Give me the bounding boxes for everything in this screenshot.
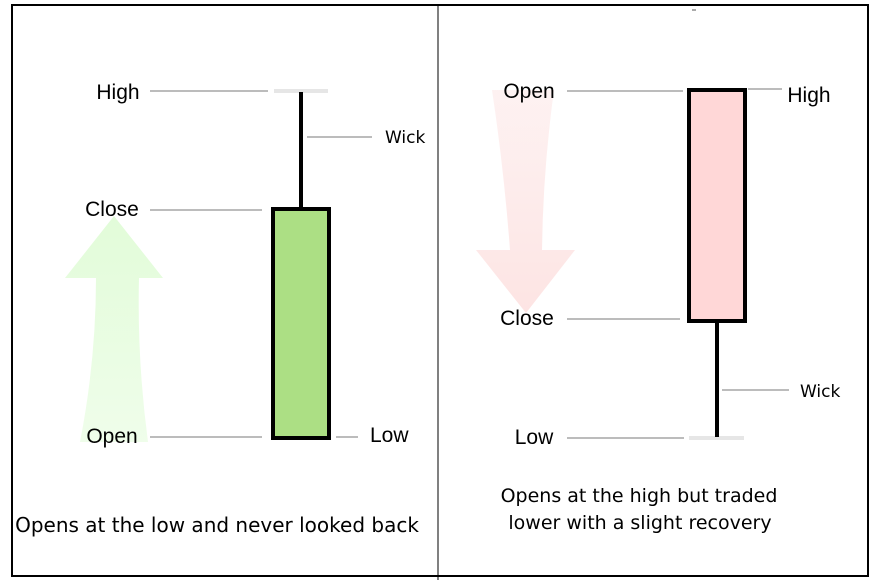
- label-low: Low: [370, 424, 409, 447]
- right-caption-line-1: Opens at the high but traded: [501, 485, 778, 507]
- label-wick: Wick: [385, 128, 426, 148]
- left-panel: High Wick Close Open Low Opens at the lo…: [15, 81, 425, 537]
- bearish-candle-body: [687, 88, 747, 323]
- label-open-right: Open: [503, 80, 554, 103]
- label-open: Open: [86, 425, 137, 448]
- up-arrow: [65, 216, 163, 442]
- outer-frame: [11, 4, 869, 577]
- label-close-right: Close: [500, 307, 554, 330]
- label-close: Close: [85, 198, 139, 221]
- label-high: High: [96, 81, 139, 104]
- label-high-right: High: [787, 84, 830, 107]
- label-low-right: Low: [515, 426, 554, 449]
- right-caption-line-2: lower with a slight recovery: [508, 512, 771, 534]
- bullish-candle-body: [271, 207, 331, 440]
- down-arrow: [476, 90, 575, 313]
- right-panel: Open High Close Wick Low Opens at the hi…: [476, 80, 841, 534]
- left-caption: Opens at the low and never looked back: [15, 513, 419, 537]
- label-wick-right: Wick: [800, 382, 841, 402]
